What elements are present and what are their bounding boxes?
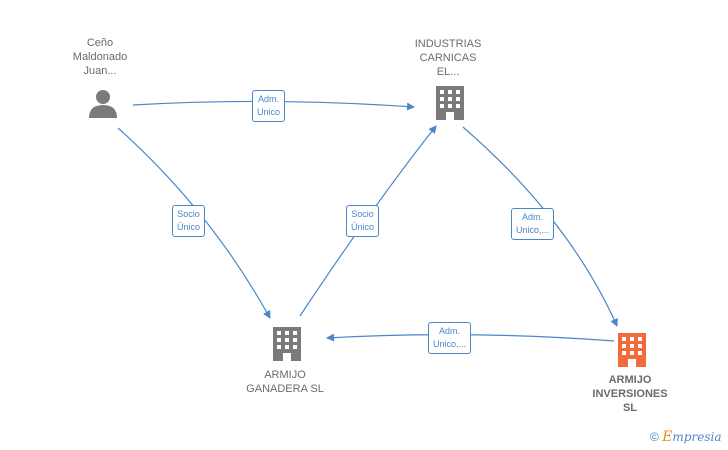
edge-label-person-to-ganadera[interactable]: Socio Único — [172, 205, 206, 237]
edge-label-line: Único — [351, 222, 375, 232]
edge-label-line: Unico — [257, 107, 281, 117]
copyright-icon: © — [650, 430, 659, 444]
brand-initial: E — [662, 429, 673, 445]
edge-label-line: Socio — [351, 209, 374, 219]
node-label-line: INVERSIONES — [592, 388, 668, 400]
person-icon[interactable] — [89, 90, 117, 118]
building-icon-industrias[interactable] — [436, 86, 464, 120]
edge-label-line: Socio — [177, 209, 200, 219]
building-icon-ganadera[interactable] — [273, 327, 301, 361]
edge-label-line: Único — [177, 222, 201, 232]
node-label-line: SL — [622, 402, 638, 414]
edge-label-inversiones-to-ganadera[interactable]: Adm. Unico,... — [428, 322, 472, 354]
edge-label-person-to-industrias[interactable]: Adm. Unico — [252, 90, 286, 122]
node-label-line: ARMIJO — [264, 369, 306, 381]
node-label-line: ARMIJO — [608, 374, 652, 386]
node-label-inversiones[interactable]: ARMIJO INVERSIONES SL — [570, 373, 690, 415]
brand-name: mpresia — [672, 430, 722, 444]
edge-label-line: Unico,... — [433, 339, 467, 349]
node-label-line: EL... — [436, 66, 460, 78]
edge-label-line: Adm. — [258, 94, 280, 104]
edge-industrias-to-inversiones — [462, 126, 618, 327]
node-label-line: Juan... — [83, 65, 117, 77]
node-label-person[interactable]: Ceño Maldonado Juan... — [40, 36, 160, 78]
edge-label-industrias-to-inversiones[interactable]: Adm. Unico,... — [511, 208, 555, 240]
empresia-watermark: © Empresia — [650, 429, 721, 445]
edge-label-line: Adm. — [522, 212, 544, 222]
building-icon-inversiones[interactable] — [618, 333, 646, 367]
node-label-line: Ceño — [86, 37, 114, 49]
edge-label-line: Unico,... — [516, 225, 550, 235]
edge-label-ganadera-to-industrias[interactable]: Socio Único — [346, 205, 380, 237]
node-label-industrias[interactable]: INDUSTRIAS CARNICAS EL... — [388, 37, 508, 79]
node-label-line: CARNICAS — [419, 52, 477, 64]
node-label-ganadera[interactable]: ARMIJO GANADERA SL — [225, 368, 345, 396]
node-label-line: Maldonado — [72, 51, 128, 63]
node-label-line: GANADERA SL — [246, 383, 324, 395]
node-label-line: INDUSTRIAS — [414, 38, 482, 50]
edge-label-line: Adm. — [439, 326, 461, 336]
